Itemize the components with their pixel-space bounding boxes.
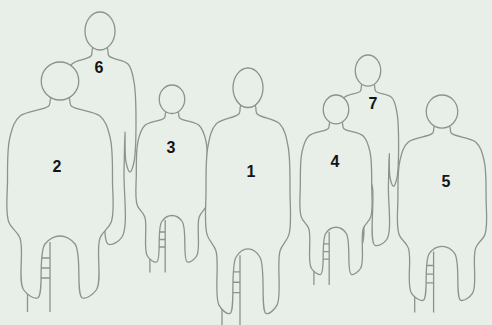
callout-number: 1 [247,164,256,180]
body-outline [7,97,114,299]
person-silhouette [7,62,114,312]
body-outline [300,121,372,274]
body-outline [136,111,208,262]
head-outline [233,68,263,108]
callout-number: 4 [331,154,340,170]
callout-number: 2 [53,159,62,175]
person-silhouette [300,95,372,285]
person-silhouette [136,85,208,273]
body-outline [205,104,290,314]
callout-number: 3 [167,140,176,156]
person-silhouette [397,95,486,313]
head-outline [355,55,381,86]
person-silhouette [205,68,290,325]
callout-number: 5 [442,174,451,190]
head-outline [85,12,115,50]
head-outline [41,62,79,100]
callout-number: 6 [95,60,104,76]
head-outline [426,95,458,128]
head-outline [159,85,185,114]
head-outline [323,95,349,124]
callout-number: 7 [369,96,378,112]
body-outline [397,125,486,300]
